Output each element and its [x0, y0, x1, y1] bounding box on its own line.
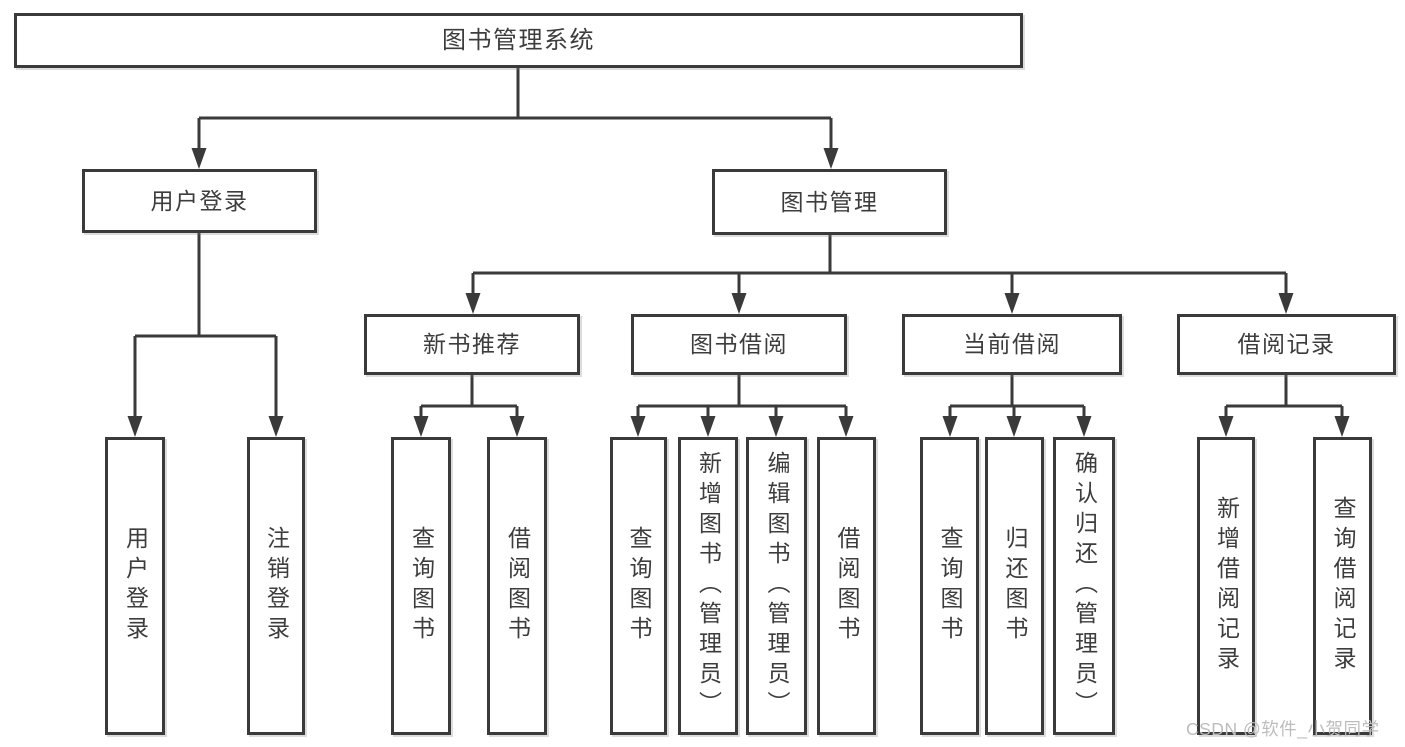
node-borrowing-records: 借阅记录 [1177, 314, 1396, 375]
leaf-logout-label: 注销登录 [263, 526, 290, 646]
leaf-add-borrow-record: 新增借阅记录 [1197, 437, 1255, 735]
leaf-query-books-borrowing-label: 查询图书 [626, 526, 652, 646]
node-book-management: 图书管理 [712, 169, 947, 235]
leaf-confirm-return-admin: 确认归还（管理员） [1053, 437, 1115, 735]
leaf-add-books-admin-label: 新增图书（管理员） [695, 451, 722, 721]
node-current-borrowing-label: 当前借阅 [963, 331, 1061, 357]
leaf-add-books-admin: 新增图书（管理员） [678, 437, 738, 735]
node-new-book-recommend-label: 新书推荐 [423, 331, 521, 357]
leaf-return-books: 归还图书 [985, 437, 1044, 735]
node-user-login-branch-label: 用户登录 [150, 187, 249, 214]
node-new-book-recommend: 新书推荐 [364, 314, 580, 375]
leaf-query-books-recommend: 查询图书 [391, 437, 451, 735]
leaf-confirm-return-admin-label: 确认归还（管理员） [1071, 451, 1098, 721]
leaf-logout: 注销登录 [247, 437, 305, 735]
node-book-management-label: 图书管理 [780, 188, 879, 215]
node-library-system-label: 图书管理系统 [442, 26, 595, 54]
leaf-user-login: 用户登录 [105, 437, 165, 735]
leaf-query-books-current: 查询图书 [920, 437, 979, 735]
node-library-system: 图书管理系统 [14, 13, 1023, 68]
leaf-user-login-label: 用户登录 [122, 526, 149, 646]
leaf-query-books-current-label: 查询图书 [937, 526, 963, 646]
node-book-borrowing: 图书借阅 [631, 314, 847, 375]
leaf-query-books-borrowing: 查询图书 [610, 437, 667, 735]
leaf-query-borrow-record: 查询借阅记录 [1313, 437, 1372, 735]
leaf-query-books-recommend-label: 查询图书 [408, 526, 435, 646]
leaf-query-borrow-record-label: 查询借阅记录 [1330, 496, 1356, 676]
leaf-return-books-label: 归还图书 [1002, 526, 1028, 646]
node-book-borrowing-label: 图书借阅 [690, 331, 788, 357]
node-current-borrowing: 当前借阅 [902, 314, 1122, 375]
leaf-borrow-books-recommend-label: 借阅图书 [504, 526, 531, 646]
watermark: CSDN @软件_小贺同学 [1186, 719, 1380, 739]
leaf-borrow-books-borrowing: 借阅图书 [817, 437, 876, 735]
leaf-borrow-books-recommend: 借阅图书 [487, 437, 547, 735]
leaf-add-borrow-record-label: 新增借阅记录 [1213, 496, 1240, 676]
node-borrowing-records-label: 借阅记录 [1237, 331, 1336, 357]
leaf-edit-books-admin: 编辑图书（管理员） [746, 437, 807, 735]
leaf-edit-books-admin-label: 编辑图书（管理员） [764, 451, 790, 721]
node-user-login-branch: 用户登录 [82, 169, 317, 233]
leaf-borrow-books-borrowing-label: 借阅图书 [834, 526, 860, 646]
